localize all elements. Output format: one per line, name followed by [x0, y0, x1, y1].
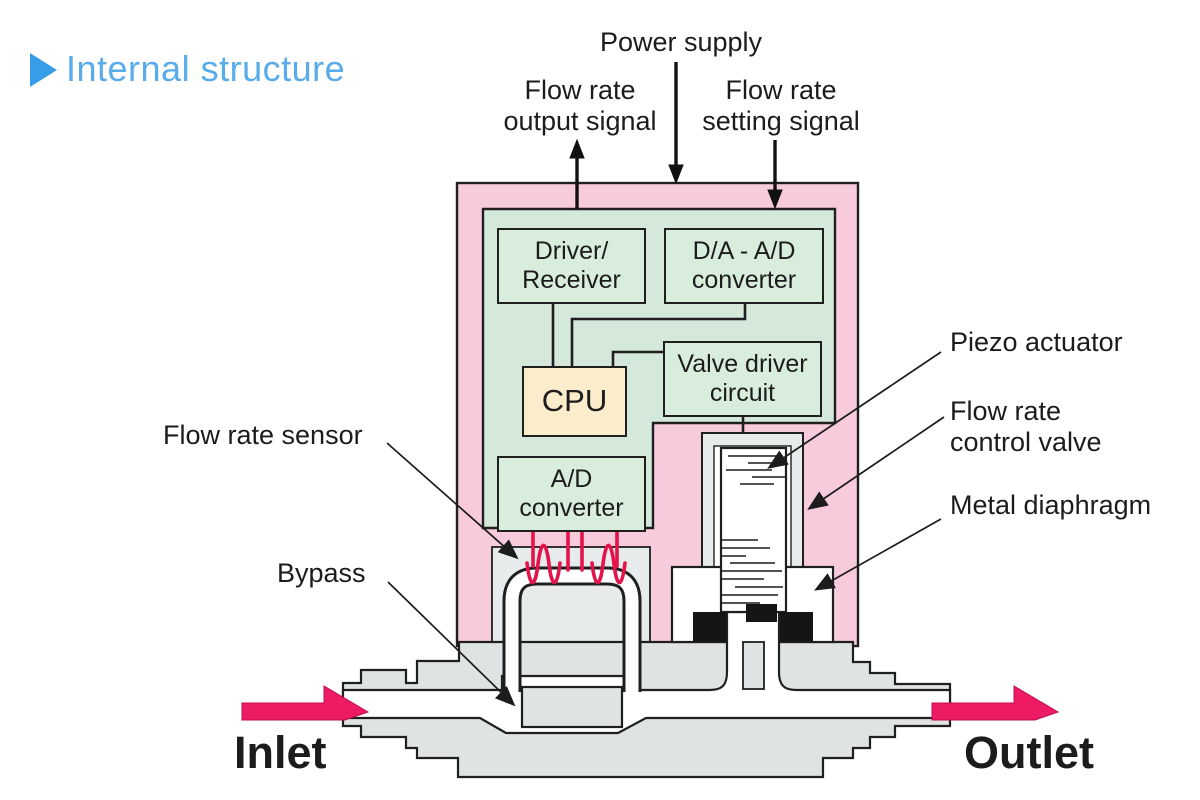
power-supply-label: Power supply	[599, 27, 763, 57]
control-valve-leader	[807, 416, 945, 510]
piezo-actuator-stack	[719, 446, 788, 614]
flow-setting-signal-label: Flow rate setting signal	[702, 75, 860, 137]
piezo-actuator-leader	[767, 351, 942, 469]
signal-arrows	[569, 62, 783, 210]
bypass-label: Bypass	[277, 558, 366, 588]
ad-converter-block: A/D converter	[497, 456, 646, 532]
metal-diaphragm-label: Metal diaphragm	[950, 490, 1152, 520]
leader-lines	[386, 351, 945, 707]
valve-seat	[693, 604, 813, 642]
metal-diaphragm-leader	[814, 518, 942, 591]
section-bullet-icon	[30, 53, 57, 87]
da-ad-converter-block: D/A - A/D converter	[664, 228, 824, 304]
valve-nozzle	[742, 641, 765, 690]
outlet-flow-arrow	[931, 685, 1060, 721]
bypass-element	[520, 685, 624, 729]
driver-receiver-block: Driver/ Receiver	[497, 228, 646, 304]
cpu-block: CPU	[522, 366, 627, 437]
inlet-label: Inlet	[234, 727, 327, 778]
flow-output-signal-label: Flow rate output signal	[503, 75, 657, 137]
inlet-flow-arrow	[241, 685, 370, 721]
flow-rate-sensor-leader	[386, 442, 519, 560]
page-title: Internal structure	[66, 48, 346, 89]
outlet-label: Outlet	[964, 727, 1094, 778]
sensor-tube	[502, 566, 642, 700]
piezo-actuator-label: Piezo actuator	[950, 327, 1123, 357]
sensor-coils	[525, 526, 627, 585]
valve-driver-circuit-block: Valve driver circuit	[663, 341, 822, 417]
piezo-stack-layers	[721, 455, 786, 604]
flow-rate-control-valve-label: Flow rate control valve	[950, 396, 1102, 458]
flow-rate-sensor-label: Flow rate sensor	[163, 420, 363, 450]
bypass-leader	[387, 581, 516, 707]
